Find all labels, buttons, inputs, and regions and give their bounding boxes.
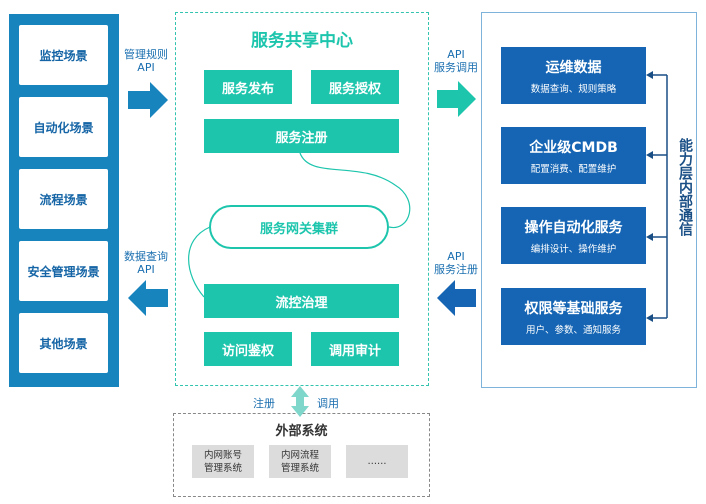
- access-auth-box[interactable]: 访问鉴权: [204, 332, 292, 366]
- service-publish-box[interactable]: 服务发布: [204, 70, 292, 104]
- capability-title: 权限等基础服务: [524, 300, 623, 317]
- capability-cmdb[interactable]: 企业级CMDB 配置消费、配置维护: [501, 127, 646, 184]
- scene-process[interactable]: 流程场景: [19, 169, 108, 229]
- service-gateway-cluster[interactable]: 服务网关集群: [209, 205, 389, 249]
- capability-automation[interactable]: 操作自动化服务 编排设计、操作维护: [501, 207, 646, 264]
- capability-basic-services[interactable]: 权限等基础服务 用户、参数、通知服务: [501, 288, 646, 345]
- api-invoke-label: API 服务调用: [428, 48, 484, 74]
- scenes-panel: 监控场景 自动化场景 流程场景 安全管理场景 其他场景: [9, 14, 119, 387]
- service-authorize-box[interactable]: 服务授权: [311, 70, 399, 104]
- data-query-api-text: API: [137, 263, 155, 276]
- mgmt-rule-api-label: 管理规则 API: [118, 48, 174, 74]
- arrow-capability-to-hub: [437, 280, 476, 316]
- mgmt-rule-text: 管理规则: [124, 48, 168, 61]
- api-invoke-api-text: API: [447, 48, 465, 61]
- capability-ops-data[interactable]: 运维数据 数据查询、规则策略: [501, 47, 646, 104]
- capability-subtitle: 配置消费、配置维护: [530, 163, 617, 175]
- api-register-text: 服务注册: [434, 263, 478, 276]
- ext-account-system[interactable]: 内网账号 管理系统: [192, 445, 254, 478]
- mgmt-api-text: API: [137, 61, 155, 74]
- scene-other[interactable]: 其他场景: [19, 313, 108, 373]
- api-register-api-text: API: [447, 250, 465, 263]
- flow-control-box[interactable]: 流控治理: [204, 284, 399, 318]
- capability-title: 操作自动化服务: [524, 219, 623, 236]
- arrow-left-from-hub: [128, 280, 168, 316]
- service-register-box[interactable]: 服务注册: [204, 119, 399, 153]
- call-audit-box[interactable]: 调用审计: [311, 332, 399, 366]
- capability-subtitle: 编排设计、操作维护: [530, 243, 617, 255]
- scene-security[interactable]: 安全管理场景: [19, 241, 108, 301]
- external-title: 外部系统: [275, 423, 328, 439]
- scene-automation[interactable]: 自动化场景: [19, 97, 108, 157]
- arrow-hub-to-capability: [437, 81, 476, 117]
- capability-title: 运维数据: [545, 59, 602, 76]
- capability-subtitle: 用户、参数、通知服务: [525, 324, 621, 336]
- hub-title: 服务共享中心: [251, 30, 353, 51]
- internal-comm-label: 能力层内部通信: [677, 138, 693, 236]
- invoke-label: 调用: [317, 397, 339, 410]
- api-register-label: API 服务注册: [428, 250, 484, 276]
- arrow-right-to-hub: [128, 82, 168, 118]
- scene-monitoring[interactable]: 监控场景: [19, 25, 108, 85]
- data-query-text: 数据查询: [124, 250, 168, 263]
- data-query-api-label: 数据查询 API: [118, 250, 174, 276]
- capability-subtitle: 数据查询、规则策略: [530, 83, 617, 95]
- ext-more-item[interactable]: ……: [346, 445, 408, 478]
- capability-title: 企业级CMDB: [529, 139, 618, 156]
- service-hub-container: [175, 12, 429, 386]
- api-invoke-text: 服务调用: [434, 61, 478, 74]
- ext-process-system[interactable]: 内网流程 管理系统: [269, 445, 331, 478]
- register-label: 注册: [253, 397, 275, 410]
- capability-layer-container: [481, 12, 697, 388]
